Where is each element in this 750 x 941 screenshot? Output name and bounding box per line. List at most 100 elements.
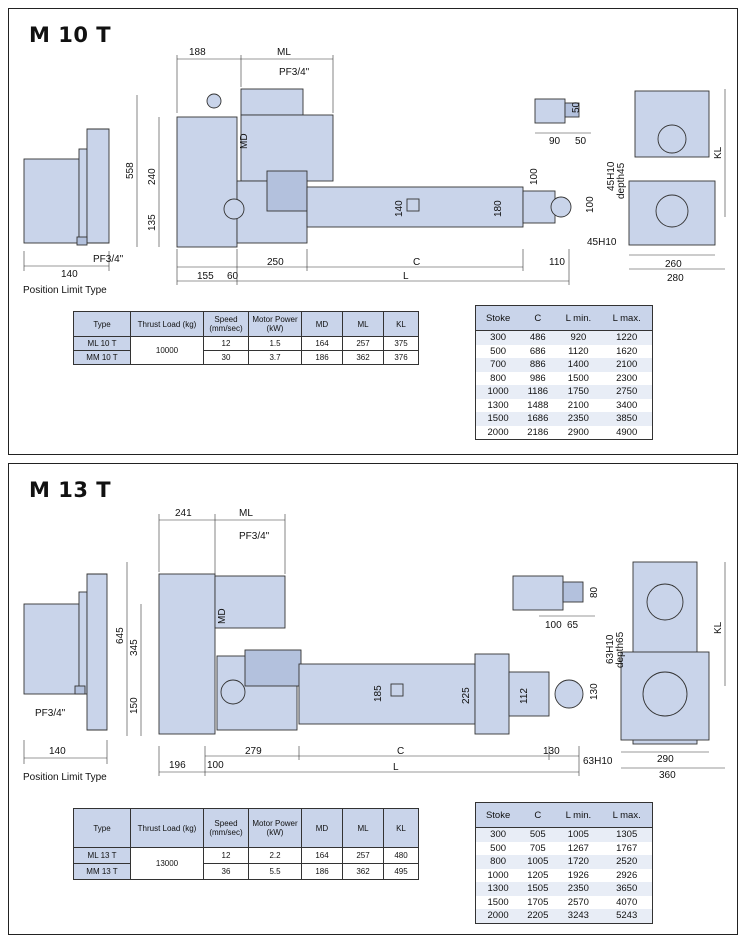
m13-stroke-cell: 500 <box>490 842 507 854</box>
m13-spec-type: ML 13 T <box>73 847 131 864</box>
m13-spec-md: 186 <box>301 863 343 880</box>
m13-spec-h-power: Motor Power (kW) <box>248 808 302 848</box>
m13-stroke-cell: 300 <box>475 827 521 842</box>
m13-stroke-h-c: C <box>520 802 556 828</box>
m13-stroke-cell: 2205 <box>520 909 556 923</box>
m10-dim-md: MD <box>239 133 250 149</box>
m10-stroke-cell: 1300 <box>487 399 509 411</box>
m13-spec-md: 164 <box>301 847 343 864</box>
m10-title: M 10 T <box>29 23 112 47</box>
m13-panel: M 13 T 140 PF3/4" Position Limit Type <box>8 463 738 935</box>
m10-drawing: 140 PF3/4" Position Limit Type 188 ML PF… <box>23 47 726 296</box>
m10-depth-label: depth45 <box>616 162 627 199</box>
m10-spec-table: Type Thrust Load (kg) Speed (mm/sec) Mot… <box>73 311 419 365</box>
m10-dim-140w: 140 <box>61 269 78 280</box>
m13-dim-80: 80 <box>589 586 600 598</box>
m13-stroke-cell: 1205 <box>527 869 549 881</box>
m10-spec-h-thrust: Thrust Load (kg) <box>130 311 204 337</box>
m13-spec-h-speed: Speed (mm/sec) <box>203 808 249 848</box>
m13-dim-100b: 100 <box>207 760 224 771</box>
m13-spec-h-ml: ML <box>342 808 384 848</box>
m10-dim-280: 280 <box>667 273 684 284</box>
m10-actuator-front-view <box>176 88 572 248</box>
m13-spec-h-type: Type <box>73 808 131 848</box>
m13-title: M 13 T <box>29 478 112 502</box>
m10-stroke-cell: 886 <box>520 358 556 372</box>
m10-dim-558: 558 <box>125 162 136 179</box>
m13-stroke-cell: 1505 <box>520 882 556 896</box>
m10-spec-speed: 30 <box>203 350 249 365</box>
m10-dim-l: L <box>403 271 409 282</box>
m13-dim-345: 345 <box>129 639 140 656</box>
m10-dim-50b: 50 <box>575 136 587 147</box>
m10-stroke-cell: 3850 <box>601 412 653 426</box>
m10-spec-h-speed: Speed (mm/sec) <box>203 311 249 337</box>
m13-drawing: 140 PF3/4" Position Limit Type 241 ML PF… <box>23 508 726 783</box>
m13-stroke-cell: 2000 <box>475 909 521 923</box>
m13-stroke-cell: 1926 <box>567 869 589 881</box>
m13-end-view <box>620 561 726 769</box>
m10-spec-kl: 375 <box>383 336 419 351</box>
m13-stroke-cell: 1000 <box>487 869 509 881</box>
m13-pf-side: PF3/4" <box>35 708 66 719</box>
m13-dim-kl: KL <box>713 621 724 634</box>
m10-spec-ml: 257 <box>342 336 384 351</box>
m13-stroke-cell: 5243 <box>601 909 653 923</box>
m10-stroke-cell: 2900 <box>567 426 589 438</box>
m10-stroke-cell: 1620 <box>616 345 638 357</box>
m10-stroke-cell: 1400 <box>555 358 602 372</box>
m10-stroke-cell: 2350 <box>555 412 602 426</box>
m13-stroke-cell: 800 <box>475 855 521 869</box>
m13-dim-140w: 140 <box>49 746 66 757</box>
m10-stroke-cell: 2750 <box>601 385 653 399</box>
m10-stroke-cell: 2000 <box>487 426 509 438</box>
m10-clevis-detail <box>534 98 591 134</box>
m10-stroke-cell: 3400 <box>616 399 638 411</box>
m10-spec-h-md: MD <box>301 311 343 337</box>
m13-limit-switch-view <box>23 573 108 764</box>
m13-dim-360: 360 <box>659 770 676 781</box>
m13-stroke-cell: 1305 <box>601 827 653 842</box>
m10-dim-260: 260 <box>665 259 682 270</box>
m13-dim-290: 290 <box>657 754 674 765</box>
m13-dim-65: 65 <box>567 620 579 631</box>
m10-spec-md: 186 <box>301 350 343 365</box>
m10-stroke-cell: 700 <box>475 358 521 372</box>
m10-dim-50a: 50 <box>571 101 582 113</box>
m10-stroke-h-lmax: L max. <box>601 305 653 331</box>
m13-stroke-cell: 1005 <box>520 855 556 869</box>
m13-stroke-cell: 1720 <box>555 855 602 869</box>
m13-spec-h-thrust: Thrust Load (kg) <box>130 808 204 848</box>
m13-stroke-h-stoke: Stoke <box>475 802 521 828</box>
m10-dim-135: 135 <box>147 214 158 231</box>
m13-dim-130: 130 <box>589 683 600 700</box>
m13-stroke-cell: 1005 <box>555 827 602 842</box>
m13-stroke-cell: 2926 <box>616 869 638 881</box>
m13-dim-130b: 130 <box>543 746 560 757</box>
m10-stroke-cell: 300 <box>475 330 521 345</box>
m13-stroke-cell: 505 <box>520 827 556 842</box>
m13-dim-md: MD <box>217 608 228 624</box>
m13-dim-150: 150 <box>129 697 140 714</box>
m10-stroke-cell: 2186 <box>527 426 549 438</box>
m10-dim-c: C <box>413 257 420 268</box>
m10-limit-switch-view <box>23 128 110 271</box>
m13-spec-speed: 36 <box>203 863 249 880</box>
m10-pf-side: PF3/4" <box>93 254 124 265</box>
m13-stroke-cell: 1705 <box>527 896 549 908</box>
m10-stroke-cell: 986 <box>529 372 546 384</box>
m10-spec-power: 3.7 <box>248 350 302 365</box>
m10-dim-140-dia: 140 <box>394 200 405 217</box>
m13-dim-l: L <box>393 762 399 773</box>
m10-pf-top: PF3/4" <box>279 67 310 78</box>
m10-stroke-cell: 1220 <box>601 330 653 345</box>
m10-stroke-cell: 2100 <box>601 358 653 372</box>
